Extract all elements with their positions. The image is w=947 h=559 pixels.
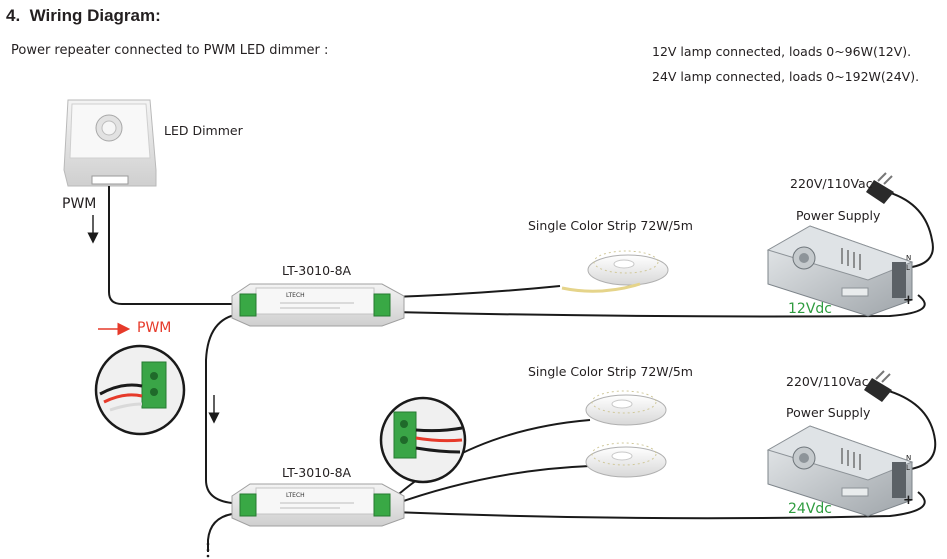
section-number: 4. xyxy=(6,6,21,25)
mains-plug-top xyxy=(866,172,894,204)
section-title: Wiring Diagram: xyxy=(29,6,161,25)
pwm-terminal-closeup xyxy=(94,344,186,436)
svg-text:N: N xyxy=(906,454,911,462)
psu-bottom-mains-label: 220V/110Vac xyxy=(786,374,869,389)
psu-top-mains-label: 220V/110Vac xyxy=(790,176,873,191)
led-strip-bottom-a xyxy=(585,390,667,426)
psu-bottom-voltage: 24Vdc xyxy=(788,501,832,517)
output-terminal-closeup xyxy=(379,396,467,484)
continuation-dots xyxy=(206,542,210,558)
psu-bottom-label: Power Supply xyxy=(786,405,871,420)
led-strip-top xyxy=(561,250,669,293)
svg-text:N: N xyxy=(906,254,911,262)
diagram-subtitle: Power repeater connected to PWM LED dimm… xyxy=(11,43,329,58)
repeater-top-brand: LTECH xyxy=(286,292,305,299)
svg-text:L: L xyxy=(906,264,910,272)
svg-text:+: + xyxy=(903,293,914,308)
svg-text:L: L xyxy=(906,464,910,472)
dimmer-pwm-label: PWM xyxy=(62,196,97,212)
psu-top-voltage: 12Vdc xyxy=(788,301,832,317)
dimmer-label: LED Dimmer xyxy=(164,123,243,138)
svg-text:+: + xyxy=(903,493,914,508)
strip-bottom-label: Single Color Strip 72W/5m xyxy=(528,364,693,379)
repeater-top-label: LT-3010-8A xyxy=(282,263,352,278)
load-note-12v: 12V lamp connected, loads 0~96W(12V). xyxy=(652,44,912,59)
power-supply-top: N L + xyxy=(766,225,914,317)
mains-plug-bottom xyxy=(864,370,892,402)
psu-top-label: Power Supply xyxy=(796,208,881,223)
power-supply-bottom: N L + xyxy=(766,425,914,517)
repeater-bottom: LTECH xyxy=(231,483,405,527)
load-note-24v: 24V lamp connected, loads 0~192W(24V). xyxy=(652,69,920,84)
wiring xyxy=(108,186,937,552)
led-strip-bottom-b xyxy=(585,442,667,478)
pwm-callout-label: PWM xyxy=(137,320,172,336)
section-heading: 4. Wiring Diagram: xyxy=(6,6,161,26)
strip-top-label: Single Color Strip 72W/5m xyxy=(528,218,693,233)
repeater-bottom-label: LT-3010-8A xyxy=(282,465,352,480)
repeater-top: LTECH xyxy=(231,283,405,327)
led-dimmer xyxy=(63,99,157,187)
repeater-bottom-brand: LTECH xyxy=(286,492,305,499)
